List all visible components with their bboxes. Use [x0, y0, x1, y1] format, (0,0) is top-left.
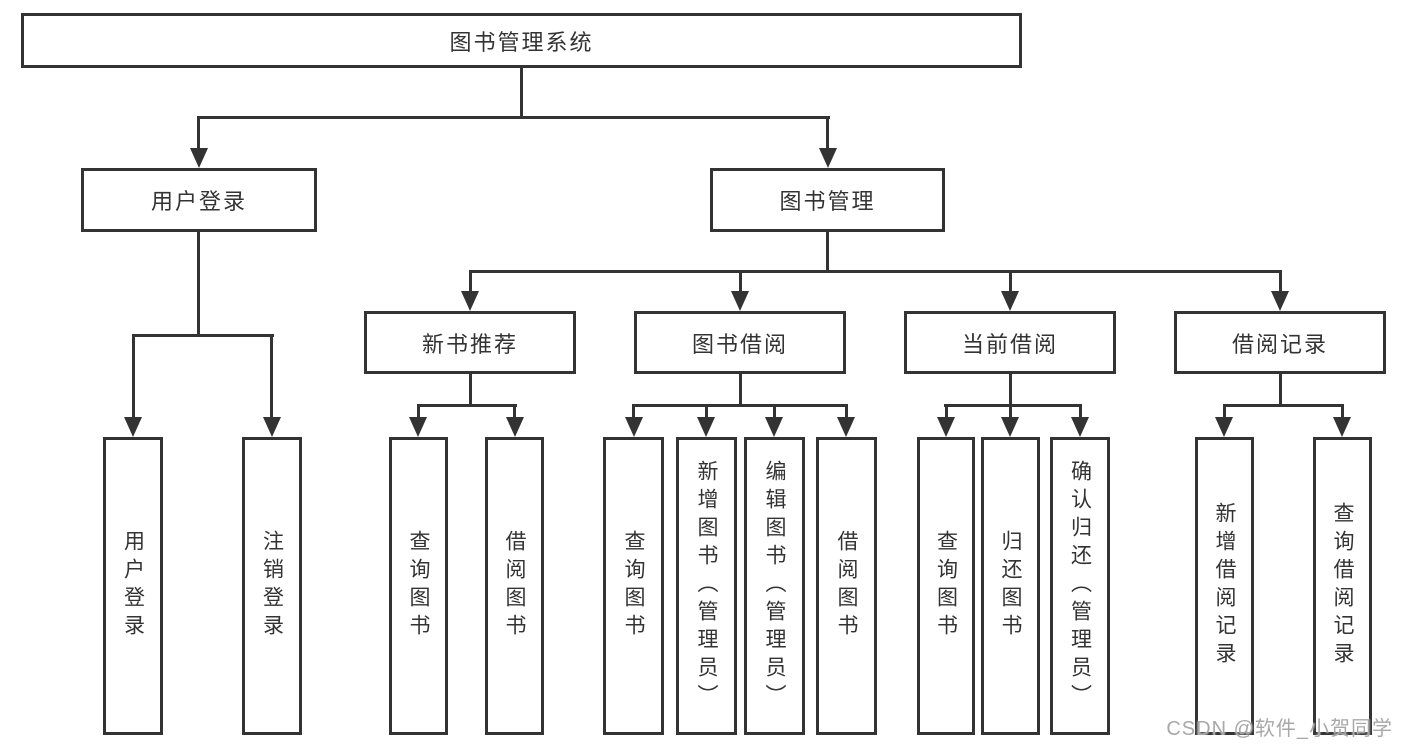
connector-line-h — [417, 404, 517, 407]
node-new-book-recommend-label: 新书推荐 — [421, 331, 518, 357]
leaf-borrow-books-2: 借阅图书 — [816, 437, 877, 735]
node-root: 图书管理系统 — [21, 13, 1022, 68]
node-root-label: 图书管理系统 — [449, 29, 594, 55]
leaf-borrow-books-1: 借阅图书 — [485, 437, 544, 735]
leaf-query-books-1-label: 查询图书 — [407, 530, 431, 642]
connector-line-v — [739, 270, 742, 293]
connector-line-h — [469, 270, 1281, 273]
connector-line-h — [197, 116, 830, 119]
connector-line-v — [469, 374, 472, 407]
node-new-book-recommend: 新书推荐 — [364, 311, 576, 374]
leaf-query-books-1: 查询图书 — [389, 437, 448, 735]
arrowhead-down-icon — [409, 417, 427, 437]
arrowhead-down-icon — [1001, 417, 1019, 437]
leaf-query-books-2-label: 查询图书 — [622, 530, 646, 642]
connector-line-v — [1341, 404, 1344, 419]
node-borrowing-records: 借阅记录 — [1174, 311, 1386, 374]
arrowhead-down-icon — [1271, 291, 1289, 311]
arrowhead-down-icon — [1333, 417, 1351, 437]
connector-line-v — [845, 404, 848, 419]
leaf-edit-books-admin-label: 编辑图书（管理员） — [763, 460, 787, 712]
arrowhead-down-icon — [625, 417, 643, 437]
node-book-borrowing: 图书借阅 — [634, 311, 846, 374]
arrowhead-down-icon — [937, 417, 955, 437]
connector-line-v — [1009, 270, 1012, 293]
arrowhead-down-icon — [1071, 417, 1089, 437]
leaf-user-login: 用户登录 — [103, 437, 163, 735]
leaf-return-books-label: 归还图书 — [999, 530, 1023, 642]
connector-line-v — [1279, 374, 1282, 407]
watermark: CSDN @软件_小贺同学 — [1166, 718, 1393, 740]
arrowhead-down-icon — [461, 291, 479, 311]
connector-line-h — [132, 334, 274, 337]
connector-line-v — [1009, 404, 1012, 419]
leaf-confirm-return-admin: 确认归还（管理员） — [1050, 437, 1110, 735]
connector-line-v — [270, 334, 273, 419]
leaf-query-books-3-label: 查询图书 — [934, 530, 958, 642]
leaf-add-borrow-record: 新增借阅记录 — [1195, 437, 1254, 735]
connector-line-v — [417, 404, 420, 419]
connector-line-v — [132, 334, 135, 419]
leaf-add-borrow-record-label: 新增借阅记录 — [1213, 502, 1237, 670]
connector-line-v — [945, 404, 948, 419]
connector-line-v — [469, 270, 472, 293]
leaf-add-books-admin: 新增图书（管理员） — [676, 437, 737, 735]
connector-line-v — [826, 116, 829, 150]
arrowhead-down-icon — [819, 148, 837, 168]
connector-line-v — [705, 404, 708, 419]
node-current-borrowing: 当前借阅 — [904, 311, 1116, 374]
connector-line-v — [739, 374, 742, 407]
arrowhead-down-icon — [1215, 417, 1233, 437]
leaf-query-borrow-record-label: 查询借阅记录 — [1331, 502, 1355, 670]
node-borrowing-records-label: 借阅记录 — [1231, 331, 1328, 357]
node-book-management-label: 图书管理 — [779, 189, 876, 214]
leaf-query-borrow-record: 查询借阅记录 — [1313, 437, 1372, 735]
connector-line-h — [632, 404, 847, 407]
arrowhead-down-icon — [124, 417, 142, 437]
arrowhead-down-icon — [1001, 291, 1019, 311]
node-user-login: 用户登录 — [81, 168, 317, 232]
leaf-confirm-return-admin-label: 确认归还（管理员） — [1068, 460, 1092, 712]
node-book-borrowing-label: 图书借阅 — [691, 331, 788, 357]
leaf-add-books-admin-label: 新增图书（管理员） — [695, 460, 719, 712]
connector-line-v — [197, 116, 200, 150]
arrowhead-down-icon — [263, 417, 281, 437]
connector-line-v — [1009, 374, 1012, 407]
connector-line-v — [1079, 404, 1082, 419]
node-book-management: 图书管理 — [710, 168, 945, 232]
arrowhead-down-icon — [731, 291, 749, 311]
node-user-login-label: 用户登录 — [150, 189, 247, 214]
connector-line-v — [197, 232, 200, 337]
arrowhead-down-icon — [506, 417, 524, 437]
arrowhead-down-icon — [190, 148, 208, 168]
leaf-logout: 注销登录 — [242, 437, 302, 735]
leaf-borrow-books-2-label: 借阅图书 — [835, 530, 859, 642]
leaf-query-books-3: 查询图书 — [917, 437, 975, 735]
leaf-user-login-label: 用户登录 — [121, 530, 145, 642]
arrowhead-down-icon — [765, 417, 783, 437]
connector-line-v — [773, 404, 776, 419]
connector-line-v — [1223, 404, 1226, 419]
connector-line-v — [520, 68, 523, 119]
arrowhead-down-icon — [697, 417, 715, 437]
node-current-borrowing-label: 当前借阅 — [961, 331, 1058, 357]
arrowhead-down-icon — [837, 417, 855, 437]
leaf-query-books-2: 查询图书 — [603, 437, 664, 735]
connector-line-h — [944, 404, 1081, 407]
leaf-logout-label: 注销登录 — [260, 530, 284, 642]
connector-line-v — [632, 404, 635, 419]
leaf-edit-books-admin: 编辑图书（管理员） — [744, 437, 805, 735]
leaf-borrow-books-1-label: 借阅图书 — [503, 530, 527, 642]
connector-line-v — [513, 404, 516, 419]
connector-line-v — [1279, 270, 1282, 293]
leaf-return-books: 归还图书 — [981, 437, 1040, 735]
connector-line-v — [826, 232, 829, 273]
connector-line-h — [1223, 404, 1343, 407]
